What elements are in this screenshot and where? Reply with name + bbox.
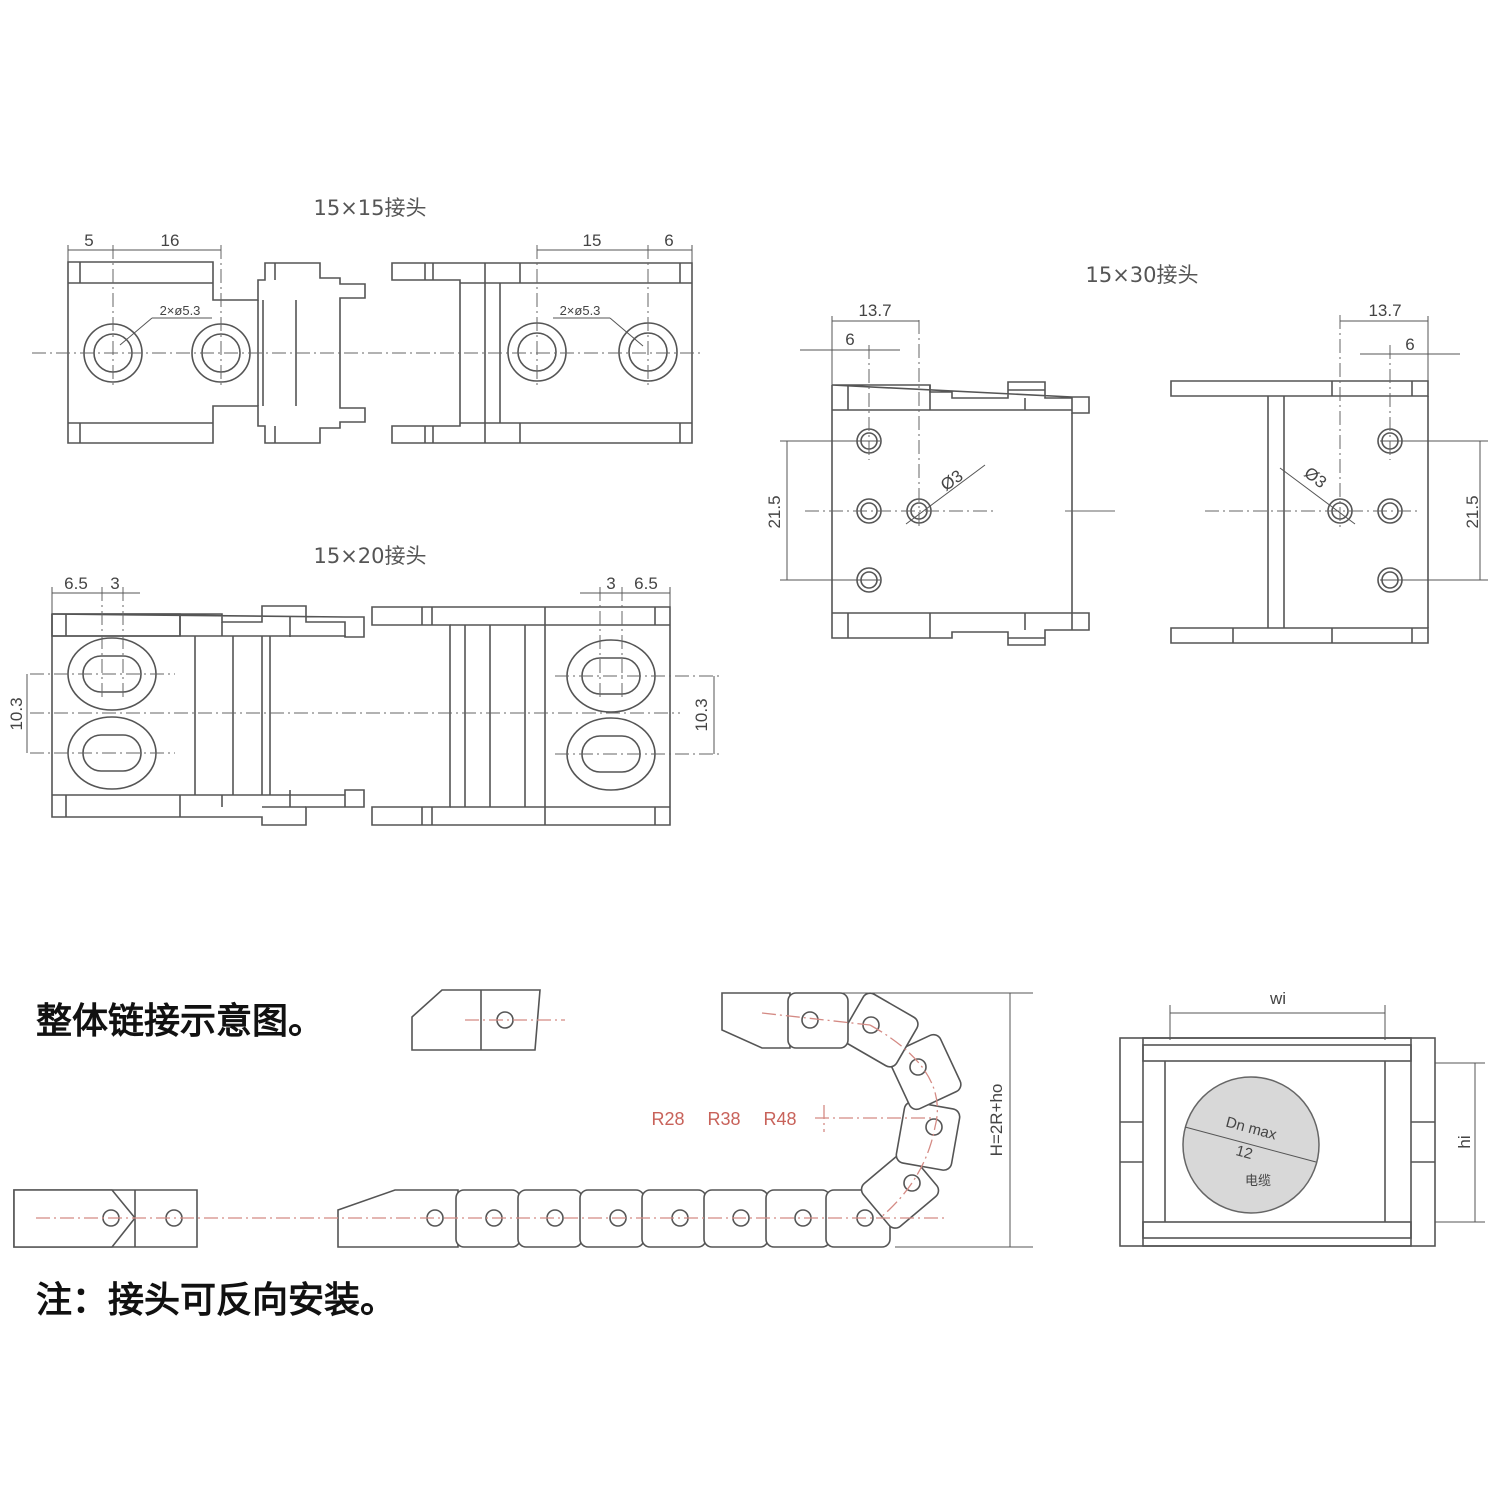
connector-15x15-right-part bbox=[391, 262, 693, 444]
dim-15x30-6-left: 6 bbox=[845, 330, 854, 349]
cable-name: 电缆 bbox=[1245, 1173, 1271, 1188]
dim-15x15-15: 15 bbox=[583, 231, 602, 250]
dim-15x30-6-right: 6 bbox=[1405, 335, 1414, 354]
dim-15x30-21.5-right: 21.5 bbox=[1463, 495, 1482, 528]
dim-15x20-3-right: 3 bbox=[606, 574, 615, 593]
dim-15x30-13.7-left: 13.7 bbox=[858, 301, 891, 320]
height-formula: H=2R+ho bbox=[987, 1084, 1006, 1157]
title-15x20: 15×20接头 bbox=[313, 544, 426, 568]
hole-note-15x30-left: Ø3 bbox=[937, 466, 966, 495]
connector-15x20-left-part bbox=[51, 605, 365, 826]
section-width-label: wi bbox=[1269, 989, 1286, 1008]
radius-label-r38: R38 bbox=[707, 1109, 740, 1129]
section-height-label: hi bbox=[1455, 1135, 1474, 1148]
connector-15x15: 15×15接头 bbox=[32, 196, 702, 444]
dim-15x15-16: 16 bbox=[161, 231, 180, 250]
chain-diagram: R28 R38 R48 H=2R+ho bbox=[13, 989, 1033, 1248]
connector-15x30-right-part bbox=[1170, 380, 1429, 644]
connector-15x30-left-part bbox=[831, 381, 1090, 646]
dim-15x20-6.5-right: 6.5 bbox=[634, 574, 658, 593]
hole-note-15x15-right: 2×ø5.3 bbox=[560, 303, 601, 318]
dim-15x20-6.5-left: 6.5 bbox=[64, 574, 88, 593]
dim-15x20-10.3-right: 10.3 bbox=[692, 698, 711, 731]
dim-15x20-3-left: 3 bbox=[110, 574, 119, 593]
dim-15x30-13.7-right: 13.7 bbox=[1368, 301, 1401, 320]
cross-section: Dn max 12 电缆 wi hi bbox=[1119, 989, 1485, 1247]
hole-note-15x30-right: Ø3 bbox=[1301, 463, 1331, 492]
dim-15x20-10.3-left: 10.3 bbox=[7, 697, 26, 730]
title-15x15: 15×15接头 bbox=[313, 196, 426, 220]
connector-15x20: 15×20接头 bbox=[7, 544, 720, 826]
overall-chain-caption: 整体链接示意图。 bbox=[36, 1000, 324, 1042]
connector-15x30: 15×30接头 bbox=[765, 263, 1488, 646]
end-bracket-moving bbox=[721, 992, 791, 1049]
title-15x30: 15×30接头 bbox=[1085, 263, 1198, 287]
radius-label-r48: R48 bbox=[763, 1109, 796, 1129]
dim-15x15-5: 5 bbox=[84, 231, 93, 250]
dim-15x30-21.5-left: 21.5 bbox=[765, 495, 784, 528]
connector-15x20-right-part bbox=[371, 606, 671, 826]
dim-15x15-6: 6 bbox=[664, 231, 673, 250]
radius-label-r28: R28 bbox=[651, 1109, 684, 1129]
cable-value: 12 bbox=[1234, 1142, 1255, 1163]
reverse-install-note: 注：接头可反向安装。 bbox=[36, 1279, 396, 1321]
hole-note-15x15-left: 2×ø5.3 bbox=[160, 303, 201, 318]
